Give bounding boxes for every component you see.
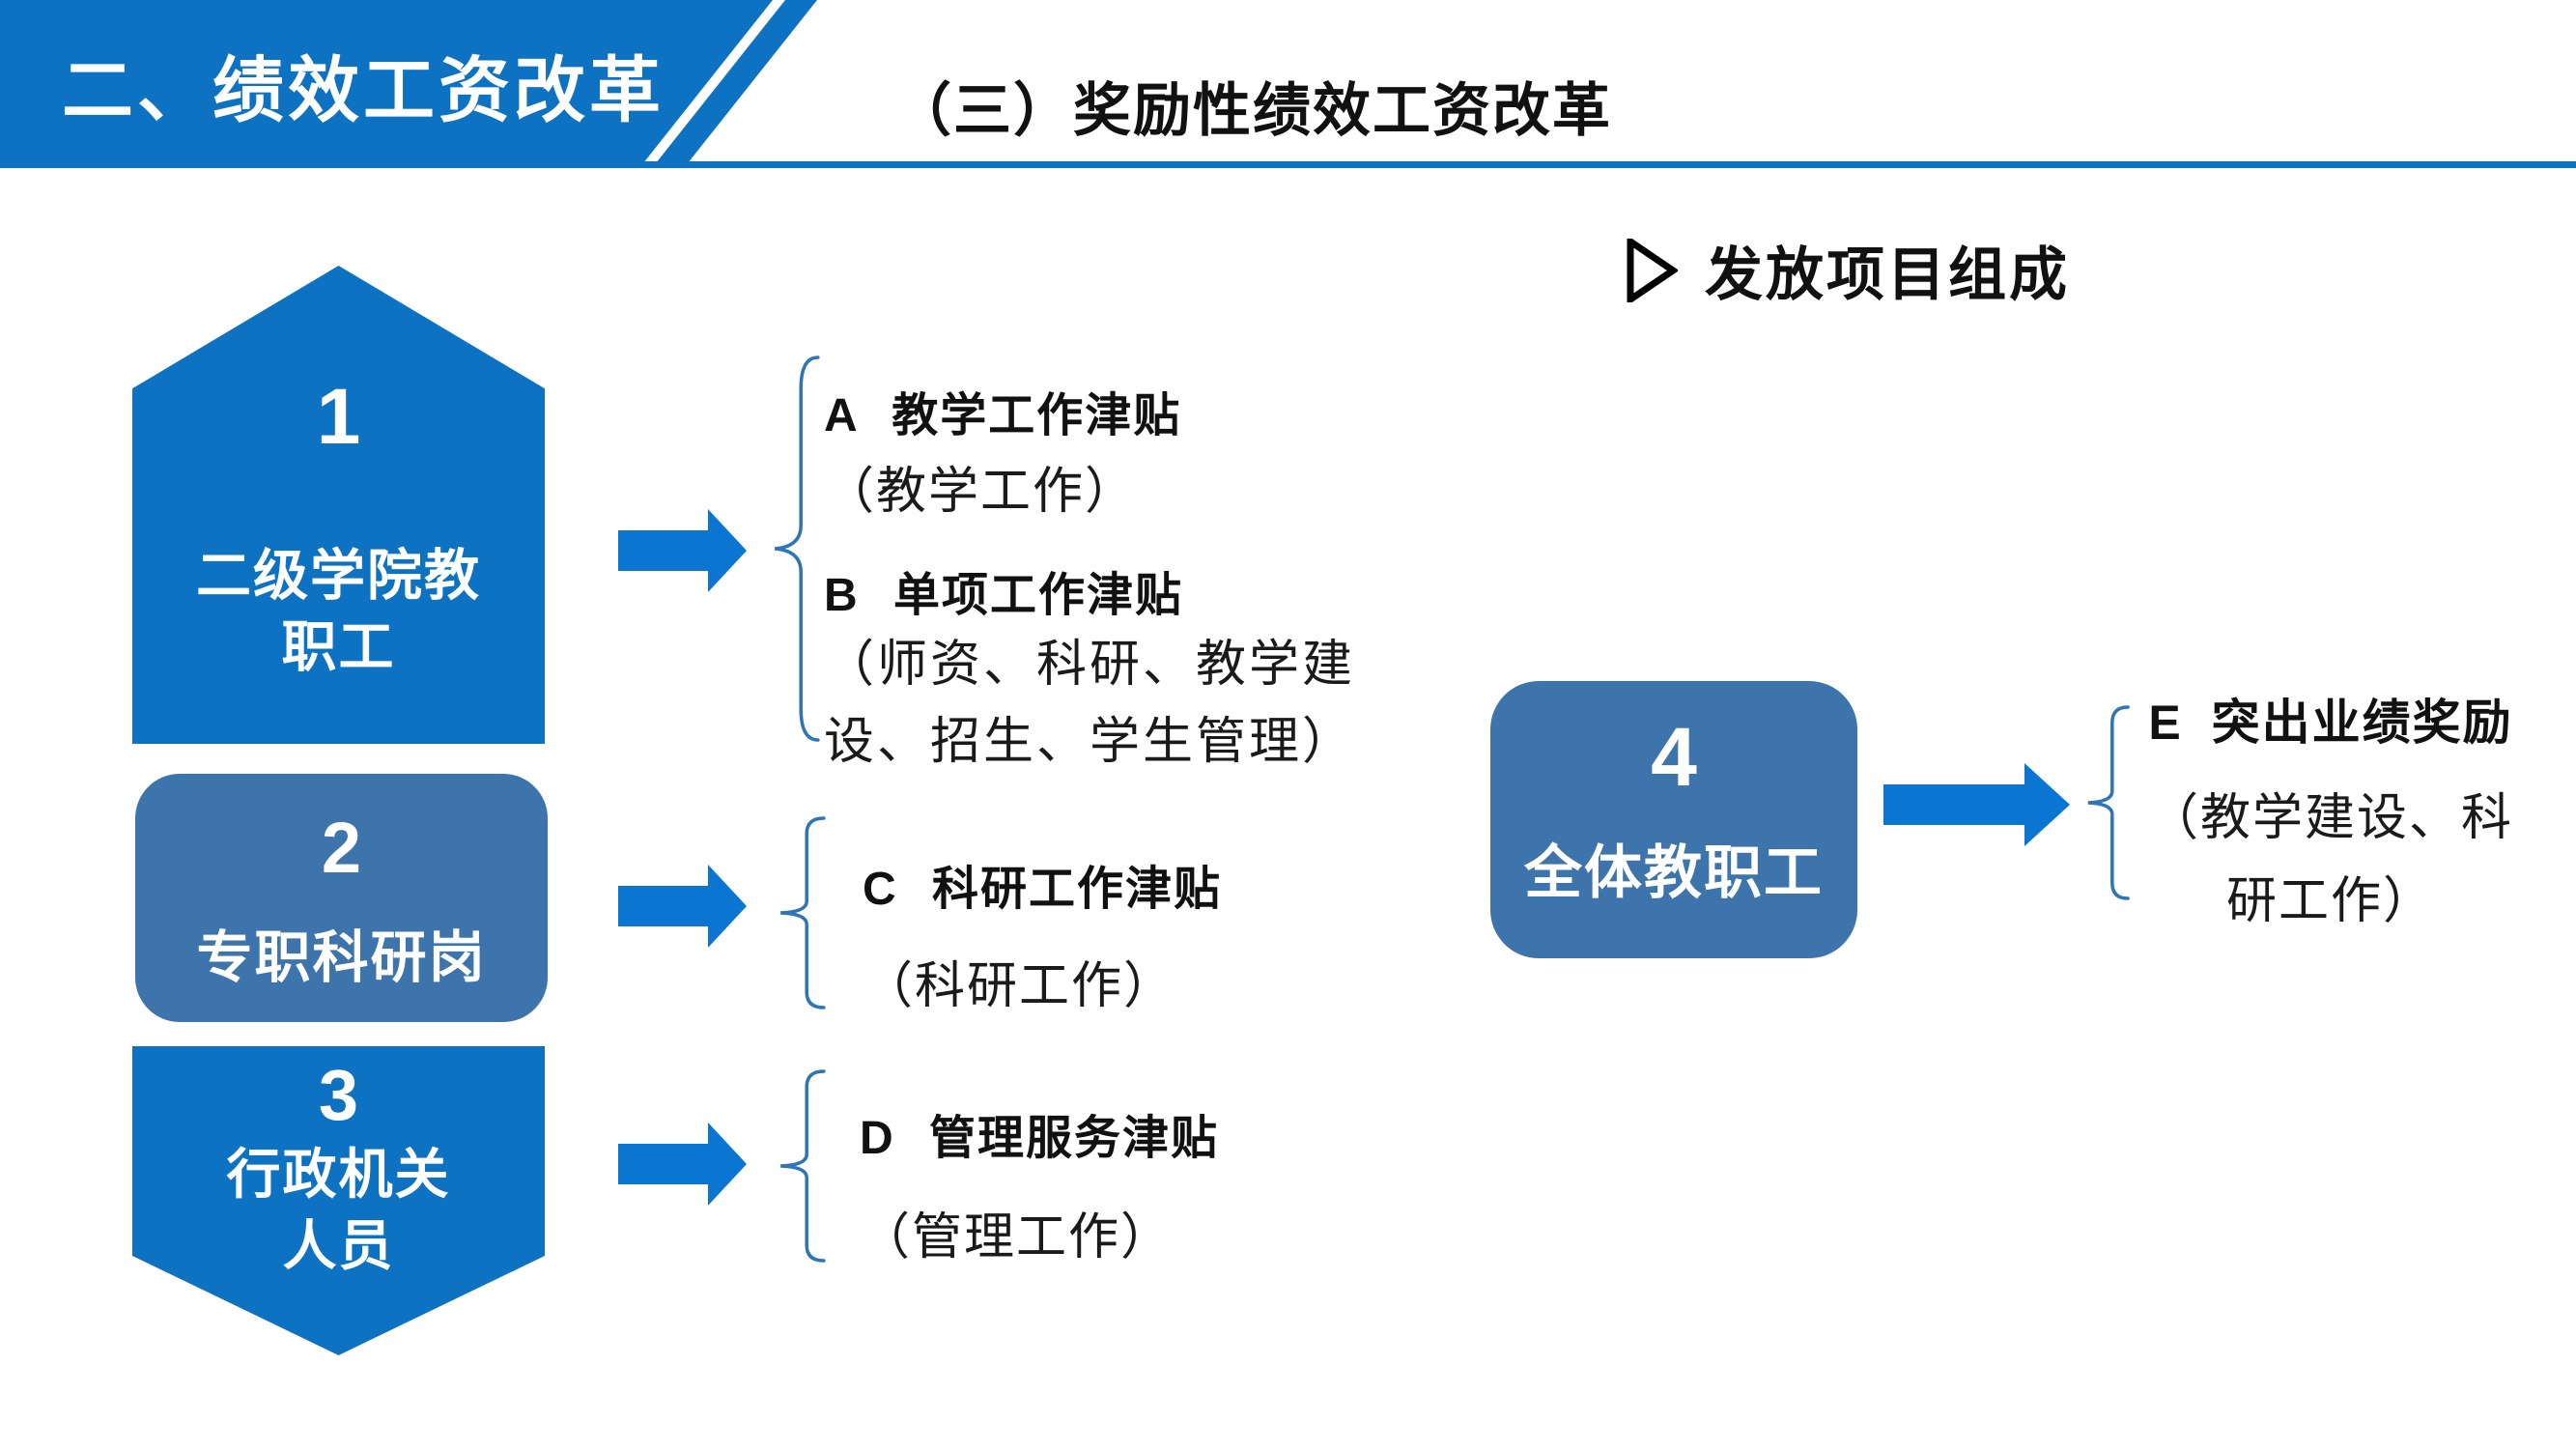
shape-3-label-line1: 行政机关 xyxy=(226,1144,451,1205)
allowance-e-title: E 突出业绩奖励 xyxy=(2148,696,2513,750)
brace-icon-group-ab xyxy=(771,354,821,749)
shape-4-number: 4 xyxy=(1651,711,1697,804)
allowance-c-title: C 科研工作津贴 xyxy=(863,864,1223,915)
allowance-b-detail: （师资、科研、教学建设、招生、学生管理） xyxy=(824,637,1356,770)
arrow-right-icon-group-c xyxy=(618,865,747,952)
allowance-e-detail: （教学建设、科研工作） xyxy=(2147,790,2513,929)
arrow-right-icon-group-d xyxy=(618,1123,747,1210)
shape-3-label-line2: 人员 xyxy=(282,1215,395,1276)
bullet-arrow-icon xyxy=(1626,238,1678,302)
shape-3-number: 3 xyxy=(318,1055,359,1135)
shape-1-number: 1 xyxy=(316,373,361,461)
allowance-a-title: A 教学工作津贴 xyxy=(824,390,1182,441)
shape-4-label: 全体教职工 xyxy=(1524,840,1824,905)
shape-2-number: 2 xyxy=(321,808,362,888)
shape-2-research-posts: 2 专职科研岗 xyxy=(135,774,548,1022)
allowance-group-ab: A 教学工作津贴 （教学工作） B 单项工作津贴 （师资、科研、教学建设、招生、… xyxy=(824,377,1461,782)
allowance-c-detail: （科研工作） xyxy=(863,958,1176,1014)
arrow-right-icon-group-ab xyxy=(618,509,747,597)
bullet-heading-label: 发放项目组成 xyxy=(1705,242,2070,307)
shape-1-secondary-college-staff: 1 二级学院教 职工 xyxy=(132,266,545,744)
allowance-d-detail: （管理工作） xyxy=(860,1209,1174,1265)
allowance-a-detail: （教学工作） xyxy=(824,464,1138,520)
banner-label: 二、绩效工资改革 xyxy=(62,49,665,130)
shape-1-label-line1: 二级学院教 xyxy=(196,545,481,607)
allowance-group-c: C 科研工作津贴 （科研工作） xyxy=(863,850,1222,1017)
shape-1-label-line2: 职工 xyxy=(281,616,396,678)
brace-icon-group-c xyxy=(777,816,827,1014)
banner-shape xyxy=(0,0,773,168)
allowance-d-title: D 管理服务津贴 xyxy=(860,1113,1220,1164)
allowance-group-e: E 突出业绩奖励 （教学建设、科研工作） xyxy=(2137,684,2524,943)
section-title: （三）奖励性绩效工资改革 xyxy=(893,78,1612,143)
arrow-right-icon-group-e xyxy=(1883,763,2070,851)
shape-4-all-staff: 4 全体教职工 xyxy=(1490,681,1857,958)
shape-3-admin-staff: 3 行政机关 人员 xyxy=(132,1046,545,1355)
title-underline xyxy=(288,161,2576,168)
shape-2-label: 专职科研岗 xyxy=(196,926,487,989)
brace-icon-group-e xyxy=(2084,705,2131,905)
bullet-heading: 发放项目组成 xyxy=(1626,228,2070,312)
brace-icon-group-d xyxy=(777,1069,827,1267)
allowance-b-title: B 单项工作津贴 xyxy=(824,570,1184,621)
allowance-group-d: D 管理服务津贴 （管理工作） xyxy=(860,1099,1219,1268)
